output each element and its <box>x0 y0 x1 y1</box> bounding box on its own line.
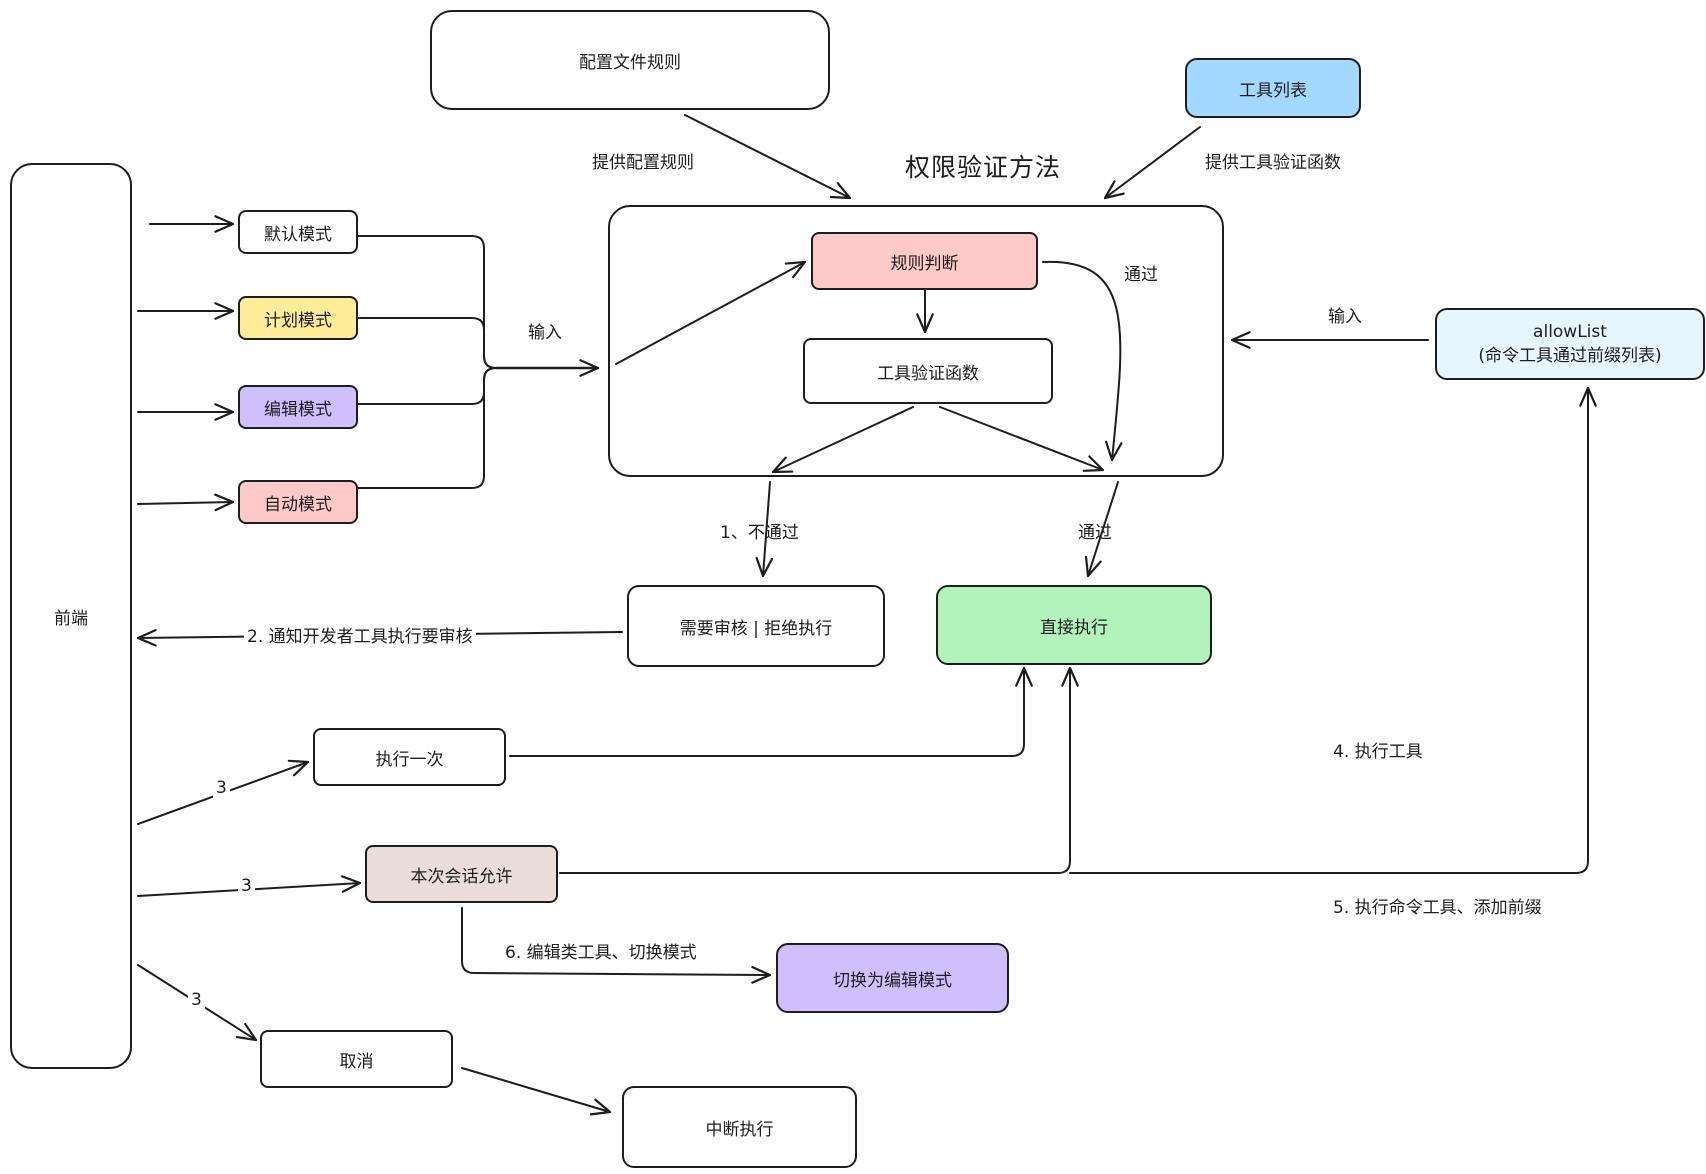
rule-judge-node: 规则判断 <box>811 232 1038 290</box>
arrow-pass-out <box>1084 481 1119 578</box>
allowlist-title: allowList <box>1533 322 1607 342</box>
label-notify-dev: 2. 通知开发者工具执行要审核 <box>244 622 476 647</box>
arrow-rule-pass <box>1042 260 1123 462</box>
config-rules-node: 配置文件规则 <box>430 10 830 110</box>
arrow-frontend-to-auto <box>137 493 235 512</box>
need-review-node: 需要审核 | 拒绝执行 <box>627 585 885 667</box>
arrow-session-to-switch <box>461 907 772 984</box>
connector-plan-merge <box>357 317 497 369</box>
label-edit-switch: 6. 编辑类工具、切换模式 <box>505 943 697 963</box>
auto-mode-node: 自动模式 <box>238 480 358 524</box>
abort-exec-node: 中断执行 <box>622 1086 857 1168</box>
cancel-node: 取消 <box>260 1030 453 1088</box>
arrow-once-to-direct <box>509 666 1033 757</box>
connector-edit-merge <box>357 367 497 405</box>
arrow-session-to-allowlist <box>1069 386 1597 874</box>
direct-exec-node: 直接执行 <box>936 585 1212 665</box>
label-three-session: 3 <box>238 876 255 896</box>
plan-mode-node: 计划模式 <box>238 296 358 340</box>
label-exec-cmd: 5. 执行命令工具、添加前缀 <box>1333 898 1542 918</box>
permission-title: 权限验证方法 <box>905 153 1062 182</box>
label-not-pass: 1、不通过 <box>720 523 799 543</box>
permission-box <box>608 205 1224 477</box>
connector-default-merge <box>357 235 497 369</box>
arrow-cancel-to-abort <box>461 1067 612 1116</box>
label-provide-config: 提供配置规则 <box>592 153 694 173</box>
connector-auto-merge <box>357 367 497 489</box>
arrow-not-pass <box>755 481 774 578</box>
label-three-once: 3 <box>213 778 230 798</box>
arrow-session-to-direct <box>559 666 1079 874</box>
default-mode-node: 默认模式 <box>238 210 358 254</box>
tool-list-node: 工具列表 <box>1185 58 1361 118</box>
allowlist-node: allowList (命令工具通过前缀列表) <box>1435 308 1705 380</box>
label-provide-tool-func: 提供工具验证函数 <box>1205 153 1341 173</box>
arrow-toolverify-left <box>771 406 914 474</box>
label-exec-tool: 4. 执行工具 <box>1333 742 1423 762</box>
label-input-left: 输入 <box>528 323 562 343</box>
exec-once-node: 执行一次 <box>313 728 506 786</box>
label-pass-outer: 通过 <box>1078 523 1112 543</box>
arrow-config-to-permission <box>684 114 852 200</box>
arrow-toollist-to-permission <box>1103 126 1201 200</box>
arrow-to-rule-judge <box>615 260 807 365</box>
frontend-node: 前端 <box>10 163 132 1069</box>
session-allow-node: 本次会话允许 <box>365 845 558 903</box>
label-input-right: 输入 <box>1328 307 1362 327</box>
switch-edit-node: 切换为编辑模式 <box>776 943 1009 1013</box>
edit-mode-node: 编辑模式 <box>238 385 358 429</box>
arrow-toolverify-right <box>939 406 1105 472</box>
allowlist-subtitle: (命令工具通过前缀列表) <box>1478 346 1662 366</box>
label-pass-inner: 通过 <box>1124 265 1158 285</box>
tool-verify-node: 工具验证函数 <box>803 338 1053 404</box>
label-three-cancel: 3 <box>188 990 205 1010</box>
